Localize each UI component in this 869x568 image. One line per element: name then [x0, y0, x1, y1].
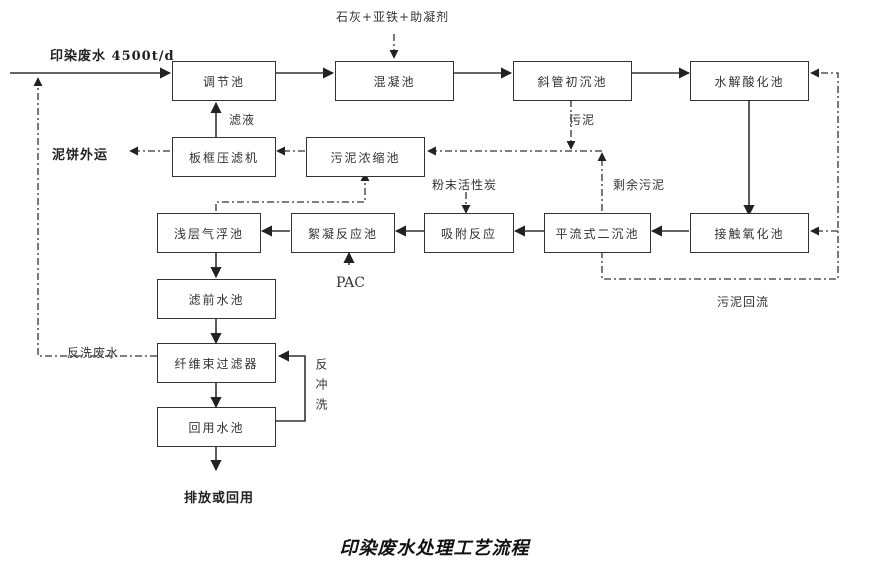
- diagram-title: 印染废水处理工艺流程: [339, 538, 530, 559]
- sludge-thickener: 污泥浓缩池: [306, 137, 425, 177]
- adsorption-reaction: 吸附反应: [424, 213, 514, 253]
- sludge-label: 污泥: [569, 113, 596, 127]
- influent-label: 印染废水 4500t/d: [50, 49, 175, 64]
- filtrate-label: 滤液: [229, 113, 256, 127]
- hydrolysis-acidification-tank: 水解酸化池: [690, 61, 809, 101]
- regulating-tank: 调节池: [172, 61, 276, 101]
- excess-sludge-label: 剩余污泥: [613, 178, 666, 192]
- flotation-scum-line: [215, 172, 370, 211]
- backwash-loop: [276, 350, 306, 422]
- backwash-label: 反冲洗: [314, 358, 328, 418]
- pac-label: PAC: [336, 275, 365, 291]
- backwash-wastewater-line: [33, 77, 157, 357]
- coagulation-tank: 混凝池: [335, 61, 454, 101]
- sludge-return-line: [601, 68, 839, 280]
- inclined-tube-primary-settler: 斜管初沉池: [513, 61, 632, 101]
- contact-oxidation-tank: 接触氧化池: [690, 213, 809, 253]
- sludge-cake-label: 泥饼外运: [52, 148, 109, 163]
- reuse-water-tank: 回用水池: [157, 407, 276, 447]
- plate-frame-filter-press: 板框压滤机: [172, 137, 276, 177]
- sludge-return-label: 污泥回流: [717, 295, 770, 309]
- powdered-carbon-label: 粉末活性炭: [432, 178, 498, 192]
- flocculation-reaction-tank: 絮凝反应池: [291, 213, 395, 253]
- fiber-bundle-filter: 纤维束过滤器: [157, 343, 276, 383]
- backwash-wastewater-label: 反洗废水: [67, 346, 120, 360]
- chemicals-label: 石灰+亚铁+助凝剂: [336, 10, 450, 24]
- horizontal-secondary-settler: 平流式二沉池: [544, 213, 651, 253]
- discharge-label: 排放或回用: [184, 491, 255, 506]
- shallow-air-flotation: 浅层气浮池: [157, 213, 261, 253]
- pre-filter-tank: 滤前水池: [157, 279, 276, 319]
